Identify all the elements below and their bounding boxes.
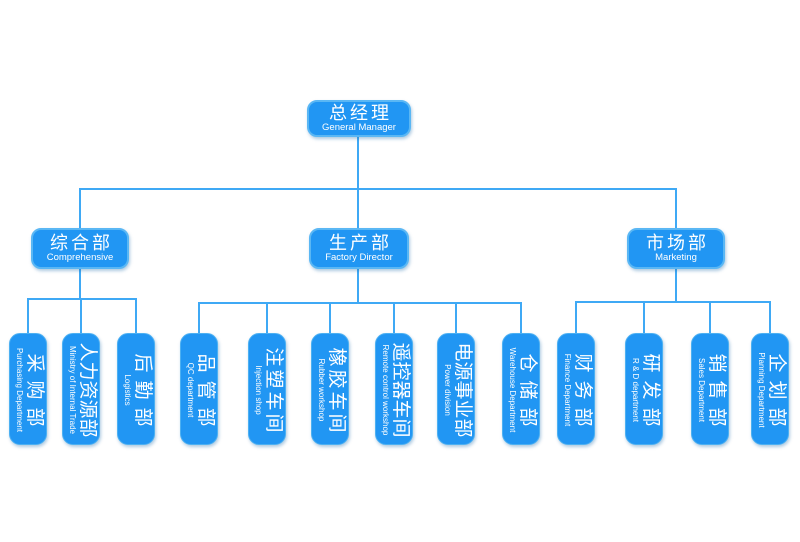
node-title: 电源事业部 xyxy=(451,342,473,438)
node-subtitle: R & D department xyxy=(630,357,640,423)
leaf-label-group: 销售部 Sales Department xyxy=(692,334,730,446)
node-general-manager: 总经理 General Manager xyxy=(307,100,411,137)
node-subtitle: Warehouse Department xyxy=(507,347,517,433)
leaf-label-group: 注塑车间 Injection shop xyxy=(249,334,287,446)
node-subtitle: General Manager xyxy=(322,121,396,133)
node-logistics: 后勤部 Logistics xyxy=(117,333,155,445)
connector-line xyxy=(266,302,268,333)
connector-line xyxy=(643,301,645,333)
node-factory-director: 生产部 Factory Director xyxy=(309,228,409,269)
node-qc: 品管部 QC department xyxy=(180,333,218,445)
node-remote-control-workshop: 遥控器车间 Remote control workshop xyxy=(375,333,413,445)
node-title: 财务部 xyxy=(571,353,593,435)
node-subtitle: Planning Department xyxy=(756,352,766,428)
node-subtitle: Marketing xyxy=(655,251,697,263)
connector-line xyxy=(329,302,331,333)
leaf-label-group: 财务部 Finance Department xyxy=(558,334,596,446)
connector-line xyxy=(575,301,577,333)
node-comprehensive: 综合部 Comprehensive xyxy=(31,228,129,269)
connector-line xyxy=(675,188,677,228)
node-finance: 财务部 Finance Department xyxy=(557,333,595,445)
node-title: 生产部 xyxy=(329,232,392,253)
connector-line xyxy=(80,298,82,333)
connector-line xyxy=(769,301,771,333)
node-title: 后勤部 xyxy=(131,353,153,435)
connector-line xyxy=(675,269,677,301)
node-title: 品管部 xyxy=(194,353,216,435)
leaf-label-group: 采购部 Purchasing Department xyxy=(10,334,48,446)
connector-line xyxy=(709,301,711,333)
leaf-label-group: 研发部 R & D department xyxy=(626,334,664,446)
node-title: 企划部 xyxy=(765,353,787,435)
connector-line xyxy=(198,302,200,333)
node-subtitle: Power division xyxy=(442,364,452,416)
node-title: 人力资源部 xyxy=(76,342,98,438)
leaf-label-group: 仓储部 Warehouse Department xyxy=(503,334,541,446)
node-title: 综合部 xyxy=(50,232,113,253)
leaf-label-group: 人力资源部 Ministry of Internal Trade xyxy=(63,334,101,446)
node-title: 仓储部 xyxy=(516,353,538,435)
node-rubber-workshop: 橡胶车间 Rubber workshop xyxy=(311,333,349,445)
connector-line xyxy=(357,269,359,302)
leaf-label-group: 电源事业部 Power division xyxy=(438,334,476,446)
node-warehouse: 仓储部 Warehouse Department xyxy=(502,333,540,445)
node-marketing: 市场部 Marketing xyxy=(627,228,725,269)
node-sales: 销售部 Sales Department xyxy=(691,333,729,445)
connector-line xyxy=(79,188,677,190)
node-power-division: 电源事业部 Power division xyxy=(437,333,475,445)
connector-line xyxy=(79,188,81,228)
node-title: 销售部 xyxy=(705,353,727,435)
node-title: 研发部 xyxy=(639,353,661,435)
connector-line xyxy=(198,302,522,304)
connector-line xyxy=(357,136,359,228)
node-title: 总经理 xyxy=(329,102,392,123)
node-title: 注塑车间 xyxy=(262,347,284,436)
leaf-label-group: 橡胶车间 Rubber workshop xyxy=(312,334,350,446)
node-title: 采购部 xyxy=(23,353,45,435)
node-subtitle: Logistics xyxy=(122,374,132,406)
node-subtitle: Factory Director xyxy=(325,251,393,263)
connector-line xyxy=(79,269,81,298)
node-planning: 企划部 Planning Department xyxy=(751,333,789,445)
node-subtitle: QC department xyxy=(185,362,195,418)
node-title: 市场部 xyxy=(646,232,709,253)
connector-line xyxy=(27,298,29,333)
leaf-label-group: 品管部 QC department xyxy=(181,334,219,446)
leaf-label-group: 企划部 Planning Department xyxy=(752,334,790,446)
node-injection-shop: 注塑车间 Injection shop xyxy=(248,333,286,445)
leaf-label-group: 后勤部 Logistics xyxy=(118,334,156,446)
connector-line xyxy=(520,302,522,333)
node-title: 遥控器车间 xyxy=(389,342,411,438)
node-subtitle: Rubber workshop xyxy=(316,358,326,422)
connector-line xyxy=(135,298,137,333)
node-subtitle: Purchasing Department xyxy=(14,347,24,433)
node-subtitle: Injection shop xyxy=(253,365,263,415)
connector-line xyxy=(575,301,771,303)
node-human-resources: 人力资源部 Ministry of Internal Trade xyxy=(62,333,100,445)
node-title: 橡胶车间 xyxy=(325,347,347,436)
connector-line xyxy=(393,302,395,333)
node-subtitle: Sales Department xyxy=(696,357,706,423)
node-subtitle: Remote control workshop xyxy=(380,344,390,436)
node-rd: 研发部 R & D department xyxy=(625,333,663,445)
connector-line xyxy=(455,302,457,333)
node-subtitle: Finance Department xyxy=(562,353,572,427)
node-purchasing: 采购部 Purchasing Department xyxy=(9,333,47,445)
connector-line xyxy=(27,298,137,300)
node-subtitle: Ministry of Internal Trade xyxy=(67,345,77,435)
leaf-label-group: 遥控器车间 Remote control workshop xyxy=(376,334,414,446)
node-subtitle: Comprehensive xyxy=(46,251,114,263)
